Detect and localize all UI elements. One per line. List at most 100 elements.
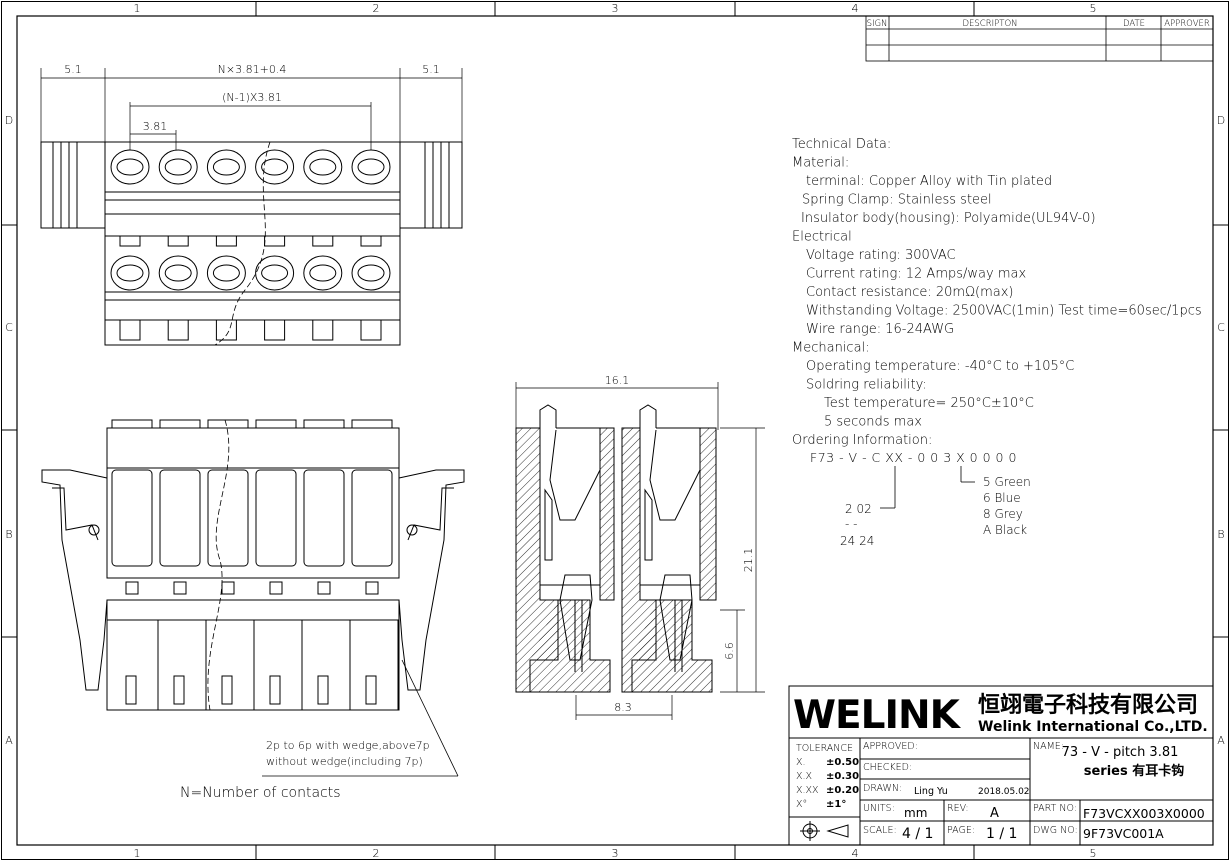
contact-cavity xyxy=(111,469,153,567)
tech-data-line: Operating temperature: -40°C to +105°C xyxy=(806,359,1074,374)
pin-range-dash: - - xyxy=(845,517,857,531)
col-label: 4 xyxy=(852,2,859,15)
contact-pin xyxy=(269,675,281,705)
approved-label: APPROVED: xyxy=(863,741,918,752)
rev-header-approver: APPROVER xyxy=(1164,19,1210,29)
wedge-note-line-2: without wedge(including 7p) xyxy=(266,755,423,768)
part-name-line-1: 73 - V - pitch 3.81 xyxy=(1062,745,1179,760)
dim-span: (N-1)X3.81 xyxy=(222,91,282,104)
title-block: WELINK 恒翊電子科技有限公司 Welink International C… xyxy=(788,685,1214,846)
dim-lower-height: 6.6 xyxy=(723,642,736,660)
contact-window xyxy=(269,581,283,595)
col-label: 1 xyxy=(134,847,141,860)
latch-slot xyxy=(360,319,382,341)
projection-symbol-icon xyxy=(800,821,849,841)
col-label: 5 xyxy=(1090,847,1097,860)
wire-entry-inner xyxy=(164,264,192,282)
wire-entry-inner xyxy=(309,158,337,176)
contact-pin xyxy=(317,675,329,705)
latch-slot xyxy=(119,319,141,341)
col-label: 3 xyxy=(612,2,619,15)
pin-range-to: 24 24 xyxy=(840,534,874,548)
border-row-labels: D C B A D C B A xyxy=(5,114,1225,747)
checked-label: CHECKED: xyxy=(863,762,912,773)
part-name-line-2: series 有耳卡钩 xyxy=(1084,763,1185,779)
scale-label: SCALE: xyxy=(863,825,897,836)
latch-slot xyxy=(264,319,286,341)
ordering-info: F73 - V - C XX - 0 0 3 X 0 0 0 0 2 02 - … xyxy=(810,450,1031,548)
wire-entry xyxy=(255,255,295,291)
page-value: 1 / 1 xyxy=(986,826,1017,842)
contact-window xyxy=(317,581,331,595)
contact-pin xyxy=(173,675,185,705)
wire-entry xyxy=(351,255,391,291)
color-option: 5 Green xyxy=(983,475,1031,489)
contact-cavity xyxy=(207,469,249,567)
ordering-leaders xyxy=(880,466,975,509)
contact-window xyxy=(173,581,187,595)
right-ear xyxy=(399,141,463,229)
wire-entry-inner xyxy=(261,264,289,282)
tolerance-value: ±0.50 xyxy=(826,757,859,768)
wire-entry-inner xyxy=(164,158,192,176)
wire-entry xyxy=(158,255,198,291)
wire-entry-inner xyxy=(116,158,144,176)
tolerance-key: X.XX xyxy=(796,785,819,796)
tech-data-line: terminal: Copper Alloy with Tin plated xyxy=(806,174,1052,189)
contact-window xyxy=(365,581,379,595)
row-label: A xyxy=(5,734,13,747)
wire-entry xyxy=(255,149,295,185)
dim-height: 21.1 xyxy=(742,548,755,573)
contact-cavity xyxy=(255,469,297,567)
company-logo: WELINK xyxy=(793,693,962,738)
revision-table: SIGN DESCRIPTON DATE APPROVER xyxy=(865,15,1214,62)
tech-data-line: Current rating: 12 Amps/way max xyxy=(806,267,1026,282)
dim-total-width: N×3.81+0.4 xyxy=(218,63,287,76)
tolerance-value: ±0.20 xyxy=(826,785,859,796)
col-label: 2 xyxy=(373,2,380,15)
col-label: 4 xyxy=(852,847,859,860)
tech-data-line: Insulator body(housing): Polyamide(UL94V… xyxy=(801,211,1096,226)
tech-data-line: Spring Clamp: Stainless steel xyxy=(802,193,992,208)
latch-slot xyxy=(167,235,189,247)
n-definition: N=Number of contacts xyxy=(180,785,341,801)
drawn-date: 2018.05.02 xyxy=(978,787,1030,797)
tech-data-line: Electrical xyxy=(792,230,852,245)
dim-side-width: 16.1 xyxy=(605,374,630,387)
wedge-leader xyxy=(262,659,459,777)
row-label: D xyxy=(1217,114,1225,127)
row-label: C xyxy=(1217,321,1225,334)
row-label: C xyxy=(5,321,13,334)
wire-entry-inner xyxy=(212,264,240,282)
wire-entry xyxy=(303,149,343,185)
units-label: UNITS: xyxy=(863,803,895,814)
wire-entry xyxy=(351,149,391,185)
color-option: A Black xyxy=(983,523,1027,537)
border-column-labels: 1 2 3 4 5 1 2 3 4 5 xyxy=(134,2,1097,860)
contact-window xyxy=(221,581,235,595)
dwg-no-value: 9F73VC001A xyxy=(1083,826,1164,841)
contact-pin xyxy=(221,675,233,705)
rev-header-sign: SIGN xyxy=(867,19,888,29)
company-name-cn: 恒翊電子科技有限公司 xyxy=(978,692,1198,718)
tech-data-line: Wire range: 16-24AWG xyxy=(806,322,954,337)
tech-data-line: Mechanical: xyxy=(792,341,870,356)
front-view xyxy=(41,419,465,711)
drawn-by: Ling Yu xyxy=(914,786,948,797)
tolerance-key: X. xyxy=(796,757,806,768)
wire-entry-inner xyxy=(357,158,385,176)
color-option: 6 Blue xyxy=(983,491,1021,505)
tech-data-line: Voltage rating: 300VAC xyxy=(806,248,956,263)
col-label: 3 xyxy=(612,847,619,860)
dwg-no-label: DWG NO: xyxy=(1033,825,1078,836)
dim-bottom-width: 8.3 xyxy=(614,701,632,714)
wire-entry xyxy=(158,149,198,185)
tech-data-line: Technical Data: xyxy=(792,137,891,152)
contact-cavity xyxy=(159,469,201,567)
contact-window xyxy=(125,581,139,595)
left-ear xyxy=(40,141,106,229)
contact-cavity xyxy=(351,469,393,567)
latch-slot xyxy=(360,235,382,247)
wire-entry xyxy=(206,149,246,185)
tolerance-value: ±0.30 xyxy=(826,771,859,782)
